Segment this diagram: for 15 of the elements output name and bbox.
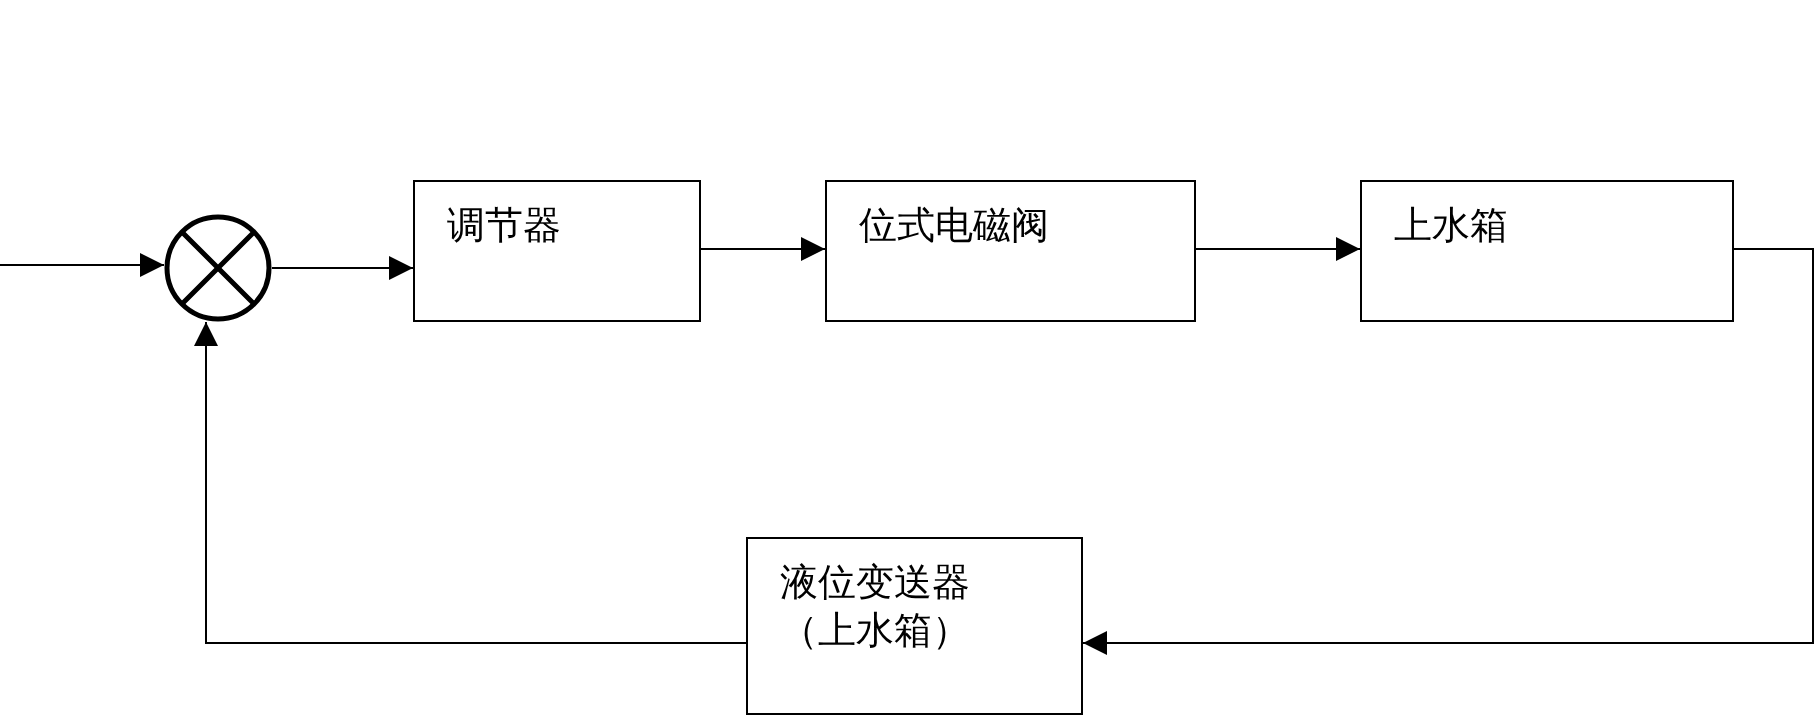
arrow <box>194 321 747 644</box>
arrow <box>1195 237 1361 261</box>
summing-junction <box>164 214 272 322</box>
arrow <box>271 256 414 280</box>
block-box <box>746 537 1083 715</box>
block-box <box>413 180 701 322</box>
arrow <box>0 253 165 277</box>
arrow <box>700 237 826 261</box>
block-label: 液位变送器（上水箱） <box>780 560 971 653</box>
arrow <box>1082 248 1814 655</box>
block-label: 位式电磁阀 <box>859 203 1049 248</box>
block-box <box>825 180 1196 322</box>
block-label: 上水箱 <box>1394 203 1508 248</box>
block-label: 调节器 <box>447 203 561 248</box>
block-box <box>1360 180 1734 322</box>
